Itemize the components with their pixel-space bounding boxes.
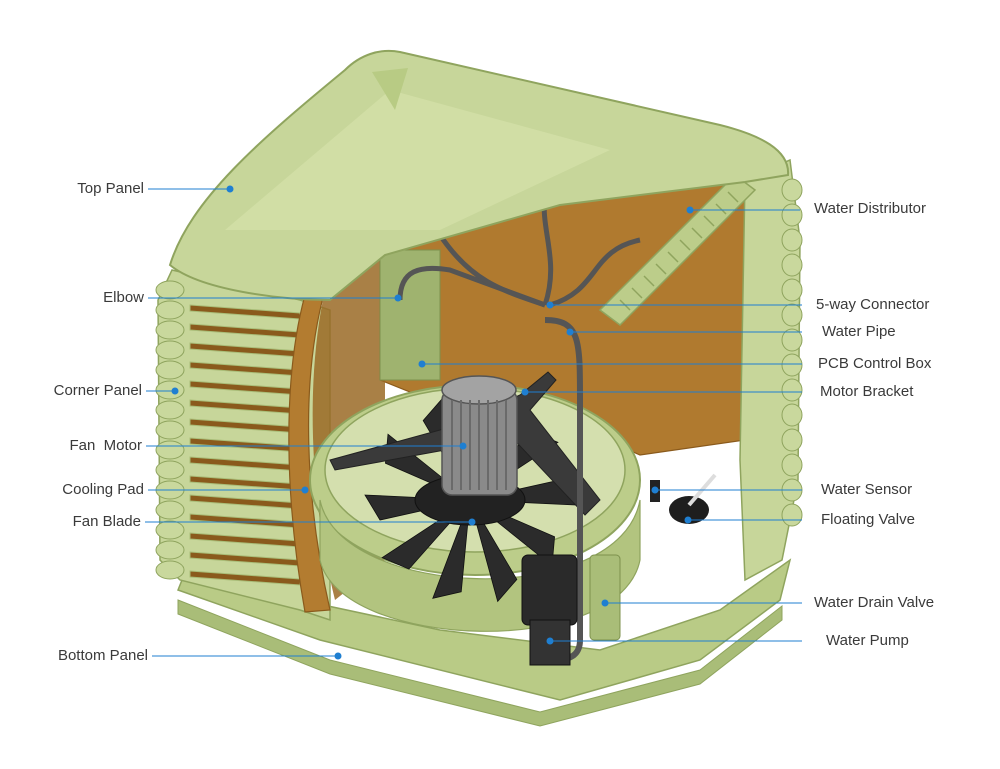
corner-ridge (155, 360, 185, 380)
label-fan-motor: Fan Motor (69, 437, 142, 454)
water-pump-body (521, 554, 578, 626)
right-ridge (781, 303, 803, 327)
label-water-drain-valve: Water Drain Valve (814, 594, 935, 611)
label-five-way-connector: 5-way Connector (816, 296, 930, 313)
pipe-back (437, 233, 546, 308)
corner-ridge (155, 300, 185, 320)
distributor-hole (667, 251, 679, 263)
floating-valve-shape (669, 496, 709, 524)
top-panel-highlight (225, 90, 610, 230)
right-ridge (781, 278, 803, 302)
distributor-hole (727, 191, 739, 203)
pipe-left (397, 265, 546, 308)
label-motor-bracket: Motor Bracket (820, 383, 914, 400)
right-ridge (781, 178, 803, 202)
callout-dot (301, 486, 309, 494)
callout-dot (171, 387, 179, 395)
left-pad-shape (288, 289, 331, 613)
distributor-hole (679, 239, 691, 251)
callout-dot (651, 486, 659, 494)
right-ridge (781, 253, 803, 277)
callout-dot (418, 360, 426, 368)
distributor-holes (619, 191, 739, 311)
water-distributor-shape (598, 174, 757, 326)
label-top-panel: Top Panel (77, 180, 144, 197)
distributor-hole (643, 275, 655, 287)
label-corner-panel: Corner Panel (53, 382, 142, 399)
callout-dot (394, 294, 402, 302)
fan-blade (469, 499, 518, 603)
label-water-sensor: Water Sensor (821, 481, 913, 498)
bottom-panel-lip (177, 599, 783, 727)
label-cooling-pad: Cooling Pad (62, 481, 144, 498)
corner-ridge (155, 500, 185, 520)
callout-dot (226, 185, 234, 193)
corner-ridge (155, 440, 185, 460)
pipe-to-distributor (549, 237, 641, 308)
callout-dot (468, 518, 476, 526)
right-ridge (781, 203, 803, 227)
callout-dot (566, 328, 574, 336)
distributor-hole (655, 263, 667, 275)
label-floating-valve: Floating Valve (821, 511, 915, 528)
callout-dot (684, 516, 692, 524)
water-drain-valve-shape (589, 554, 621, 641)
label-bottom-panel: Bottom Panel (57, 647, 148, 664)
distributor-hole (691, 227, 703, 239)
label-water-distributor: Water Distributor (814, 200, 926, 217)
corner-ridge (155, 380, 185, 400)
right-ridge (781, 228, 803, 252)
distributor-hole (631, 287, 643, 299)
fan-motor-top (441, 375, 517, 405)
right-ridge (781, 328, 803, 352)
right-ridge (781, 503, 803, 527)
label-water-pipe: Water Pipe (822, 323, 896, 340)
distributor-hole (715, 203, 727, 215)
callout-dot (546, 301, 554, 309)
callout-lines (145, 185, 802, 660)
callout-dot (459, 442, 467, 450)
corner-ridge (155, 400, 185, 420)
corner-ridge (155, 460, 185, 480)
corner-ridge (155, 520, 185, 540)
right-ridge (781, 353, 803, 377)
callout-dot (334, 652, 342, 660)
corner-ridge (155, 340, 185, 360)
corner-ridge (155, 280, 185, 300)
corner-ridge (155, 560, 185, 580)
corner-panel-ridges (155, 280, 185, 580)
corner-ridge (155, 420, 185, 440)
label-fan-blade: Fan Blade (72, 513, 141, 530)
top-panel-ridge (372, 68, 408, 110)
label-elbow: Elbow (103, 289, 144, 306)
right-ridge (781, 453, 803, 477)
right-ridge (781, 428, 803, 452)
distributor-hole (703, 215, 715, 227)
callout-dot (601, 599, 609, 607)
label-water-pump: Water Pump (826, 632, 909, 649)
right-ridge (781, 378, 803, 402)
callout-dot (521, 388, 529, 396)
corner-ridge (155, 540, 185, 560)
callout-dot (546, 637, 554, 645)
corner-ridge (155, 320, 185, 340)
callout-dot (686, 206, 694, 214)
right-ridge (781, 403, 803, 427)
label-pcb-control-box: PCB Control Box (818, 355, 932, 372)
